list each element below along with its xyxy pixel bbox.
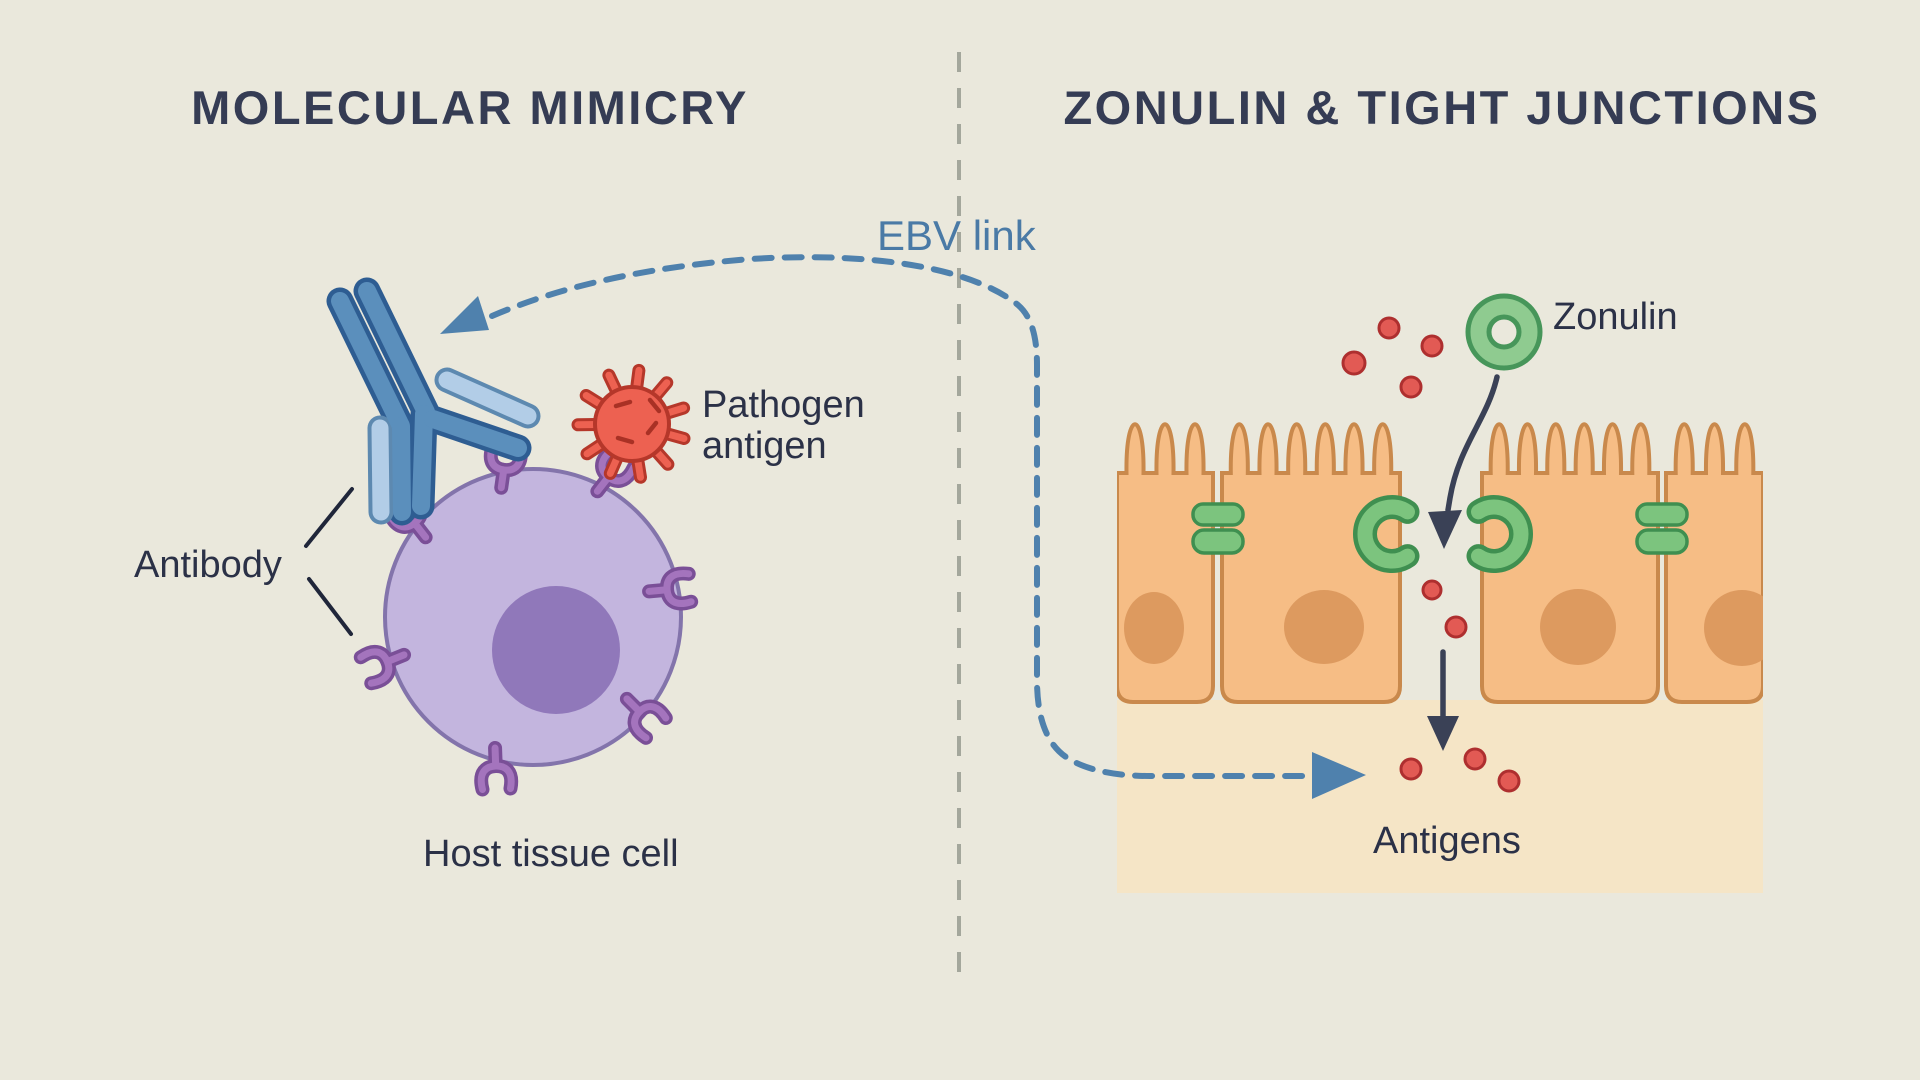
antigen-dots-in-gap	[1421, 579, 1468, 639]
ebv-arrowhead-to-antibody	[440, 296, 489, 334]
zonulin-label: Zonulin	[1553, 296, 1678, 338]
epithelial-nucleus	[1540, 589, 1616, 665]
closed-tight-junction	[1635, 502, 1689, 555]
pathogen-icon	[571, 363, 691, 484]
zonulin-illustration	[1117, 293, 1763, 893]
antigen-dots-above	[1341, 316, 1444, 399]
epithelial-nucleus	[1124, 592, 1184, 664]
antibody-icon	[326, 277, 541, 526]
open-tight-junction	[1353, 495, 1533, 573]
antigen-passage-arrowhead	[1427, 716, 1459, 751]
left-panel-title: MOLECULAR MIMICRY	[191, 81, 749, 134]
epithelial-nucleus	[1284, 590, 1364, 664]
ebv-link-connector	[440, 254, 1366, 799]
ebv-arrowhead-to-antigens	[1312, 752, 1366, 799]
host-cell-label: Host tissue cell	[423, 833, 679, 875]
pathogen-antigen-label-line1: Pathogen	[702, 384, 865, 426]
antibody-pointer-line-upper	[304, 487, 354, 548]
antibody-label: Antibody	[134, 544, 282, 586]
zonulin-action-arrowhead	[1428, 510, 1462, 549]
right-panel-title: ZONULIN & TIGHT JUNCTIONS	[1063, 81, 1821, 134]
pathogen-surface-marks	[613, 397, 662, 445]
antigen-dots-below	[1399, 747, 1521, 793]
pathogen-antigen-label-line2: antigen	[702, 425, 827, 467]
antigens-label: Antigens	[1373, 820, 1521, 862]
antibody-pointer-line-lower	[307, 577, 353, 636]
host-cell-nucleus	[492, 586, 620, 714]
zonulin-action-arrow	[1445, 374, 1500, 513]
zonulin-icon	[1465, 293, 1543, 371]
epithelial-nucleus	[1704, 590, 1763, 666]
ebv-link-label: EBV link	[877, 212, 1036, 259]
closed-tight-junction	[1191, 502, 1245, 555]
molecular-mimicry-illustration	[304, 277, 691, 790]
